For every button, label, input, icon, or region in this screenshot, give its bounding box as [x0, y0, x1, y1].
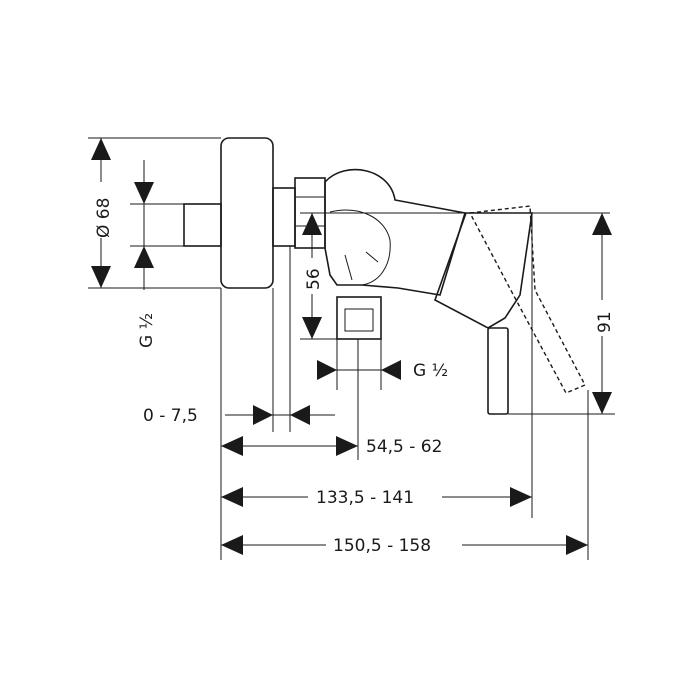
wall-rosette — [220, 137, 274, 289]
dimension-height-91: 91 — [592, 213, 615, 414]
offset-label: 0 - 7,5 — [143, 406, 198, 426]
depth-lever-label: 133,5 - 141 — [316, 488, 414, 508]
lever-handle-alt-position — [468, 205, 586, 394]
dimension-offset: 0 - 7,5 — [143, 405, 335, 426]
diameter-label: Ø 68 — [94, 198, 114, 238]
outlet-nut — [336, 296, 382, 340]
height-91-label: 91 — [595, 311, 615, 333]
mixer-body — [324, 168, 467, 296]
dimension-height-56: 56 — [302, 213, 324, 339]
extension-lines — [88, 137, 615, 560]
height-56-label: 56 — [304, 268, 324, 290]
dimension-depth-total: 150,5 - 158 — [221, 532, 588, 558]
dimension-diameter: Ø 68 — [91, 138, 114, 288]
dimension-depth-inner: 54,5 - 62 — [221, 436, 442, 457]
dimension-thread-left: G ½ — [134, 160, 157, 348]
thread-left-label: G ½ — [137, 313, 157, 348]
dimension-depth-lever: 133,5 - 141 — [221, 484, 532, 510]
depth-total-label: 150,5 - 158 — [333, 536, 431, 556]
inlet-stub — [183, 203, 222, 247]
thread-bottom-label: G ½ — [413, 361, 448, 381]
lever-handle — [434, 212, 533, 415]
depth-inner-label: 54,5 - 62 — [366, 437, 442, 457]
dimension-thread-bottom: G ½ — [317, 360, 448, 381]
